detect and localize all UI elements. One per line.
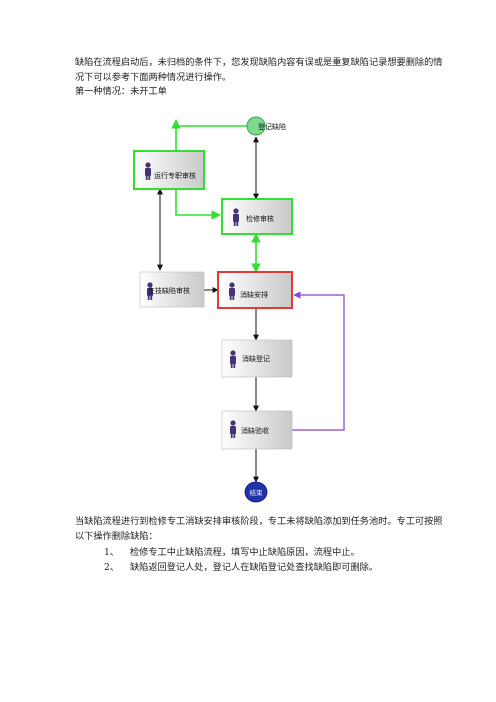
node-run-review-label: 运行专职审核	[154, 171, 196, 180]
node-maint-review-label: 检修审核	[246, 214, 274, 223]
node-register: 消缺登记	[221, 339, 293, 378]
node-arrange: 消缺安排	[217, 271, 293, 309]
step-item: 2、缺陷返回登记人处，登记人在缺陷登记处查找缺陷即可删除。	[104, 560, 378, 575]
node-tech-review: 生技缺陷审核	[139, 271, 205, 308]
intro-paragraph: 缺陷在流程启动后，未归档的条件下，您发现缺陷内容有误或是重复缺陷记录想要删除的情…	[75, 57, 443, 83]
step-number: 2、	[104, 562, 120, 573]
end-node: 结束	[244, 481, 268, 503]
node-register-label: 消缺登记	[242, 354, 270, 363]
end-node-label: 结束	[250, 488, 264, 497]
case-heading: 第一种情况：未开工单	[75, 86, 167, 97]
step-text: 缺陷返回登记人处，登记人在缺陷登记处查找缺陷即可删除。	[130, 562, 379, 573]
connector-start-to-run	[171, 119, 248, 151]
connector-run-to-maint	[175, 189, 221, 220]
node-accept-label: 消缺验收	[241, 426, 269, 435]
node-maint-review: 检修审核	[221, 198, 293, 235]
start-node: 登记缺陷	[246, 116, 286, 136]
step-text: 检修专工中止缺陷流程，填写中止缺陷原因，流程中止。	[130, 547, 360, 558]
node-arrange-label: 消缺安排	[240, 290, 268, 299]
start-node-label: 登记缺陷	[258, 122, 286, 131]
step-number: 1、	[104, 547, 120, 558]
step-item: 1、检修专工中止缺陷流程，填写中止缺陷原因，流程中止。	[104, 545, 360, 560]
connector-accept-return	[292, 291, 345, 431]
explanation-paragraph: 当缺陷流程进行到检修专工消缺安排审核阶段，专工未将缺陷添加到任务池时。专工可按照…	[75, 516, 443, 542]
node-tech-review-label: 生技缺陷审核	[148, 286, 190, 295]
node-accept: 消缺验收	[221, 410, 293, 450]
node-run-review: 运行专职审核	[133, 150, 205, 190]
